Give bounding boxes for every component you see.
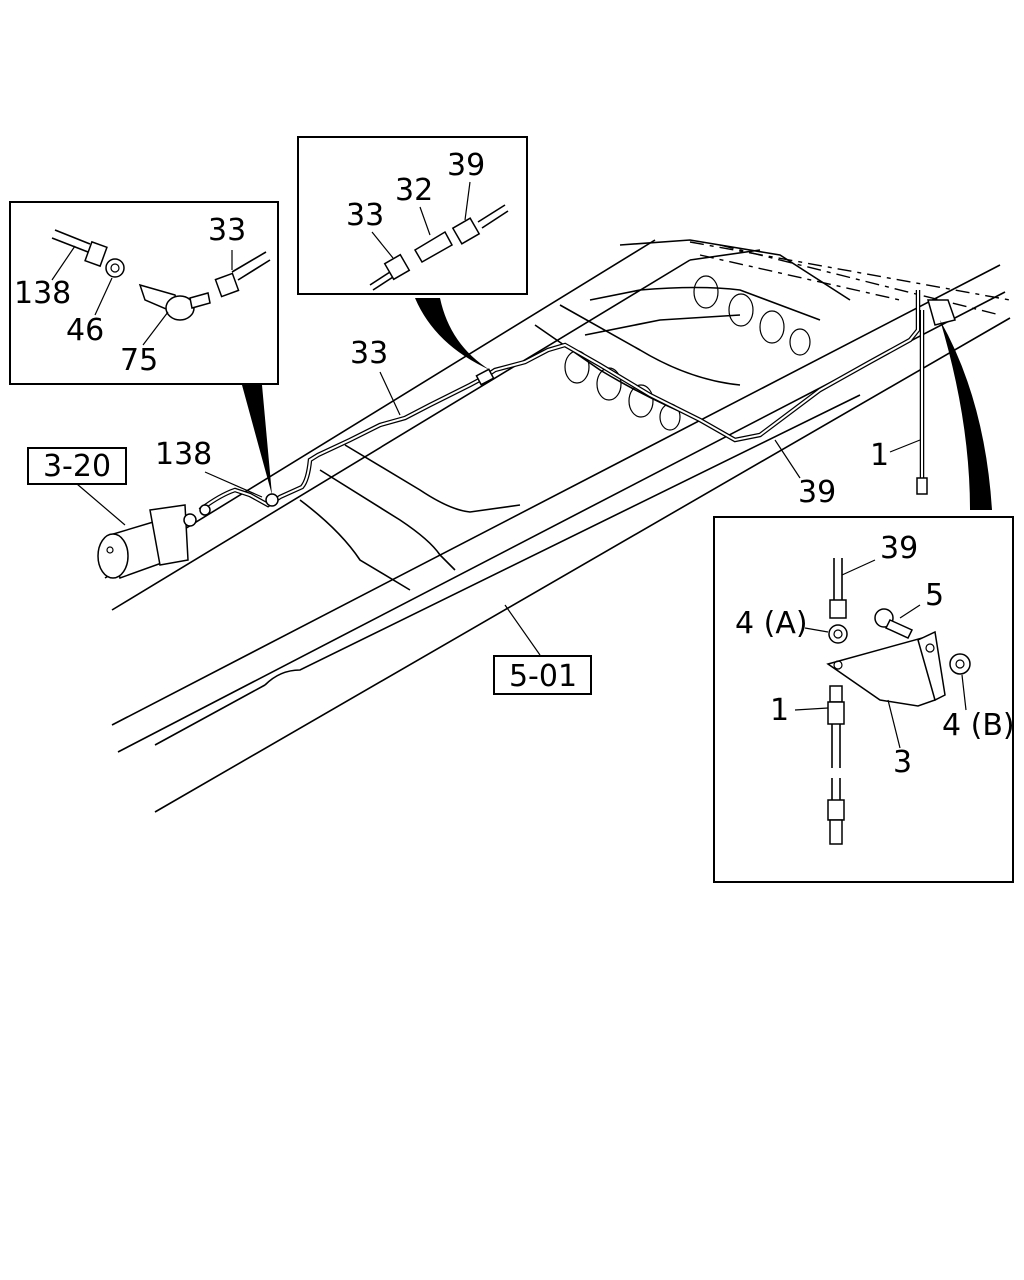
- brake-pipe-run: [198, 290, 921, 512]
- label-hose-1: 1: [870, 438, 889, 473]
- inset-right-label-39: 39: [880, 531, 918, 566]
- callout-arrow-left: [242, 385, 272, 495]
- inset-left-label-46: 46: [66, 313, 104, 348]
- ref-label-3-20: 3-20: [43, 449, 111, 484]
- inset-top-label-32: 32: [395, 173, 433, 208]
- ref-box-5-01[interactable]: 5-01: [493, 655, 592, 695]
- inset-right-label-4b: 4 (B): [942, 708, 1015, 743]
- inset-left-label-75: 75: [120, 343, 158, 378]
- inset-right-label-5: 5: [925, 578, 944, 613]
- inset-top: 33 32 39: [297, 136, 528, 295]
- inset-right-label-3: 3: [893, 745, 912, 780]
- ref-label-5-01: 5-01: [509, 659, 577, 694]
- inset-top-label-33: 33: [346, 198, 384, 233]
- inset-left-label-138: 138: [14, 276, 71, 311]
- label-pipe-39: 39: [798, 475, 836, 510]
- inset-top-label-39: 39: [447, 148, 485, 183]
- inset-left-label-33: 33: [208, 213, 246, 248]
- callout-arrow-right: [940, 320, 992, 510]
- label-pipe-33: 33: [350, 336, 388, 371]
- flexible-hose: [916, 299, 956, 495]
- callout-arrow-top: [415, 298, 490, 370]
- inset-right-label-4a: 4 (A): [735, 606, 808, 641]
- inset-right-label-1: 1: [770, 693, 789, 728]
- inset-right: 39 5 4 (A) 4 (B) 1 3: [713, 516, 1015, 883]
- inset-left: 33 138 46 75: [9, 201, 279, 385]
- ref-box-3-20[interactable]: 3-20: [27, 447, 127, 485]
- label-connector-138: 138: [155, 437, 212, 472]
- brake-chamber: [97, 504, 211, 579]
